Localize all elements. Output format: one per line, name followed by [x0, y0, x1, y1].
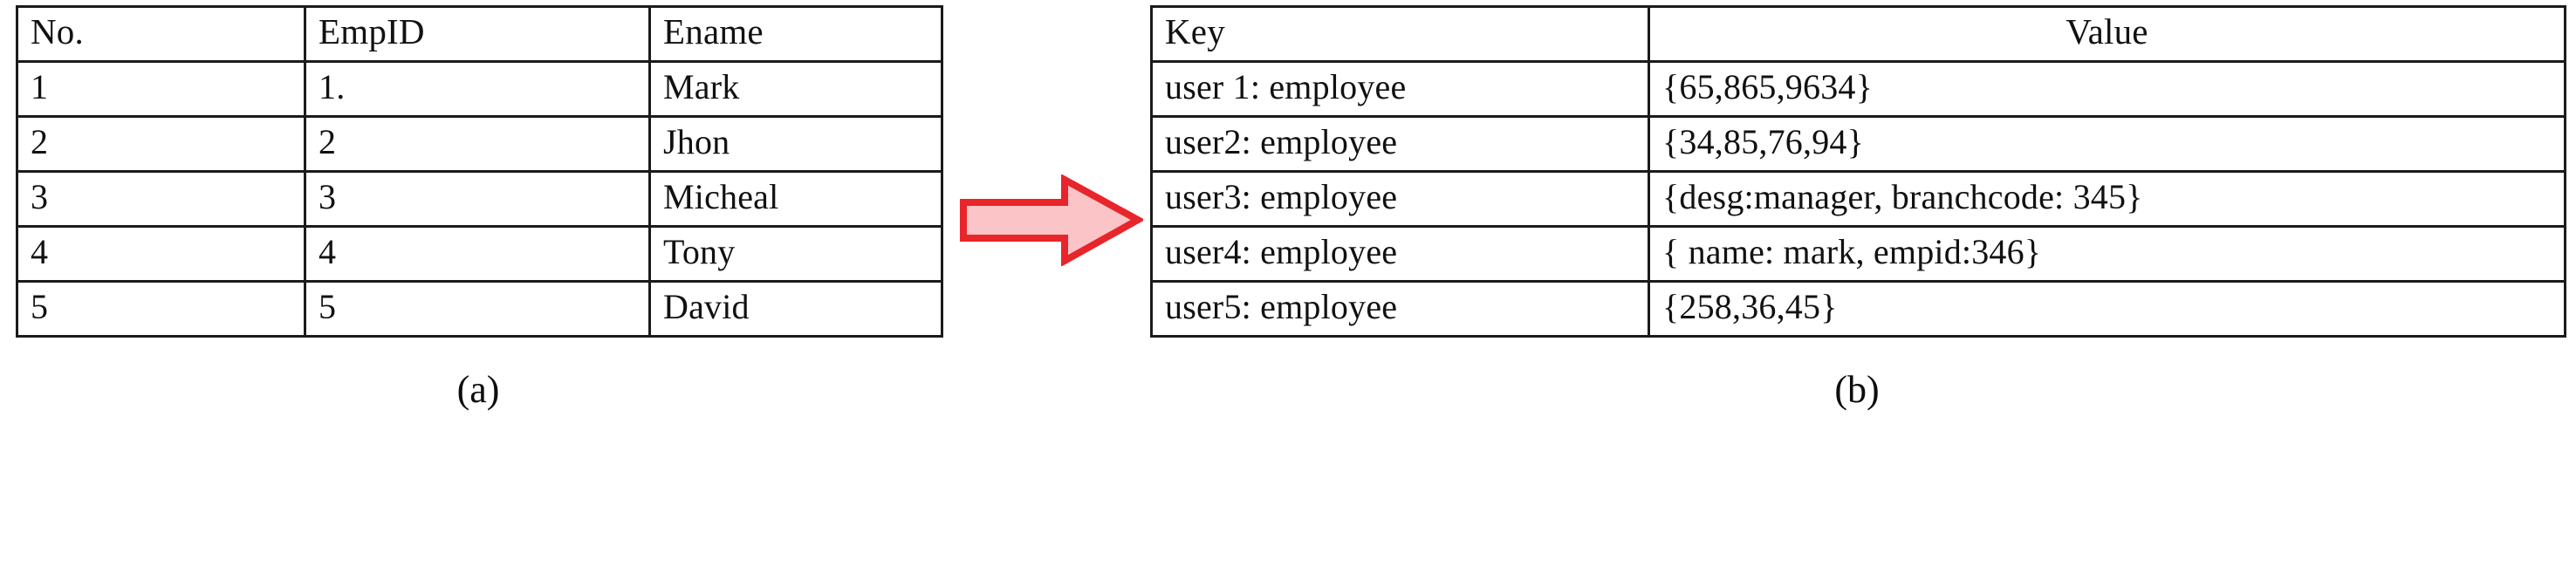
panel-a-employee-table: No. EmpID Ename 1 1. Mark 2 2 Jhon 3	[16, 5, 943, 412]
cell-empid: 1.	[304, 60, 651, 118]
cell-value: { name: mark, empid:346}	[1648, 225, 2566, 283]
cell-value: {65,865,9634}	[1648, 60, 2566, 118]
table-header-row: No. EmpID Ename	[16, 5, 943, 63]
cell-ename: Mark	[648, 60, 943, 118]
column-header-value: Value	[1648, 5, 2566, 63]
column-header-empid: EmpID	[304, 5, 651, 63]
table-row: 2 2 Jhon	[16, 115, 943, 173]
table-row: 4 4 Tony	[16, 225, 943, 283]
table-row: user5: employee {258,36,45}	[1150, 280, 2566, 338]
cell-key: user3: employee	[1150, 170, 1650, 228]
key-value-store-table: Key Value user 1: employee {65,865,9634}…	[1150, 5, 2566, 338]
cell-key: user5: employee	[1150, 280, 1650, 338]
cell-no: 2	[16, 115, 306, 173]
cell-key: user 1: employee	[1150, 60, 1650, 118]
panel-a-caption: (a)	[456, 368, 500, 411]
cell-empid: 3	[304, 170, 651, 228]
table-header-row: Key Value	[1150, 5, 2566, 63]
cell-no: 4	[16, 225, 306, 283]
cell-empid: 4	[304, 225, 651, 283]
table-row: 1 1. Mark	[16, 60, 943, 118]
table-row: user 1: employee {65,865,9634}	[1150, 60, 2566, 118]
panel-b-caption: (b)	[1834, 368, 1880, 411]
cell-ename: Tony	[648, 225, 943, 283]
cell-value: {desg:manager, branchcode: 345}	[1648, 170, 2566, 228]
right-arrow-icon	[960, 174, 1143, 266]
table-row: 3 3 Micheal	[16, 170, 943, 228]
cell-no: 3	[16, 170, 306, 228]
column-header-ename: Ename	[648, 5, 943, 63]
cell-no: 5	[16, 280, 306, 338]
cell-value: {34,85,76,94}	[1648, 115, 2566, 173]
cell-empid: 5	[304, 280, 651, 338]
table-row: user3: employee {desg:manager, branchcod…	[1150, 170, 2566, 228]
table-row: 5 5 David	[16, 280, 943, 338]
panel-b-keyvalue-table: Key Value user 1: employee {65,865,9634}…	[1150, 5, 2566, 412]
cell-value: {258,36,45}	[1648, 280, 2566, 338]
cell-key: user2: employee	[1150, 115, 1650, 173]
cell-ename: Jhon	[648, 115, 943, 173]
column-header-no: No.	[16, 5, 306, 63]
column-header-key: Key	[1150, 5, 1650, 63]
cell-no: 1	[16, 60, 306, 118]
cell-ename: David	[648, 280, 943, 338]
cell-empid: 2	[304, 115, 651, 173]
table-row: user4: employee { name: mark, empid:346}	[1150, 225, 2566, 283]
table-row: user2: employee {34,85,76,94}	[1150, 115, 2566, 173]
employee-relational-table: No. EmpID Ename 1 1. Mark 2 2 Jhon 3	[16, 5, 943, 338]
cell-key: user4: employee	[1150, 225, 1650, 283]
cell-ename: Micheal	[648, 170, 943, 228]
